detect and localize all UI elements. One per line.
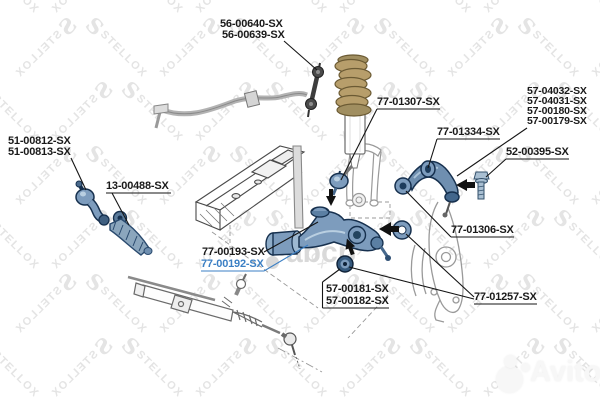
label-56-00640: 56-00640-SX [220,18,283,30]
label-52-00395: 52-00395-SX [506,146,569,158]
lower-control-arm-part [265,206,391,261]
arrow-down-icon [326,189,336,206]
nut-washer-part [336,192,367,273]
label-57-00180: 57-00180-SX [527,105,587,117]
knuckle-right-drawing [410,201,464,323]
highlighted-leader [201,244,309,272]
label-51-00812: 51-00812-SX [8,135,71,147]
avito-watermark: Avito [488,352,600,398]
label-56-00639: 56-00639-SX [222,29,285,41]
tie-rod-end-part [75,180,128,226]
label-57-04032: 57-04032-SX [527,85,587,97]
avito-logo-dot-icon [504,355,517,368]
avito-logo-dot-icon [496,366,523,393]
strut-fork-drawing [345,143,382,207]
coil-spring-part [334,54,372,117]
direction-arrows [326,179,475,256]
arrow-up-icon [345,238,356,256]
label-13-00488: 13-00488-SX [106,180,169,192]
label-57-00182: 57-00182-SX [326,295,389,307]
arrow-left-lower-icon [379,222,399,236]
upper-control-arm-part [394,160,460,218]
label-51-00813: 51-00813-SX [8,146,71,158]
steering-rack-drawing [127,273,301,370]
label-57-00181: 57-00181-SX [326,283,389,295]
label-77-01257: 77-01257-SX [474,291,537,303]
label-57-04031: 57-04031-SX [527,95,587,107]
label-77-00192-link[interactable]: 77-00192-SX [201,258,264,270]
stabilizer-bar-drawing [153,90,308,129]
ball-joint-part [329,170,349,196]
stabilizer-link-part [305,62,324,118]
label-77-01306: 77-01306-SX [451,224,514,236]
subframe-drawing [194,145,306,231]
abcp-logo-dot-icon [266,256,279,269]
leader-lines [70,40,569,309]
avito-logo-dot-icon [521,363,530,372]
arrow-left-upper-icon [456,179,475,191]
steering-boot-part [109,218,153,256]
label-77-01307: 77-01307-SX [377,96,440,108]
avito-text: Avito [530,356,600,388]
label-77-00193: 77-00193-SX [202,246,265,258]
label-57-00179: 57-00179-SX [527,115,587,127]
bolt-part [473,171,490,200]
label-77-01334: 77-01334-SX [437,126,500,138]
